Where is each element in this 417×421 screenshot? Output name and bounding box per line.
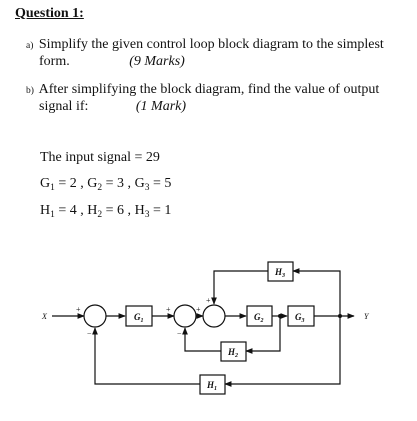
- g3-value: = 5: [149, 176, 172, 191]
- h1-feedback-in: [224, 316, 341, 387]
- block-g3-label: G3: [295, 312, 305, 324]
- block-g3: [287, 305, 315, 327]
- block-g1: [125, 305, 153, 327]
- part-b-line2: signal if:: [39, 99, 89, 114]
- given-input-signal: The input signal = 29: [40, 150, 160, 165]
- part-b-marker: b): [26, 86, 34, 96]
- g1-symbol: G: [40, 176, 51, 191]
- block-h2: [220, 341, 247, 362]
- block-h2-label: H2: [227, 347, 238, 359]
- h2-feedback-out: [182, 327, 221, 352]
- question-title: Question 1:: [15, 6, 84, 21]
- g2-symbol: G: [87, 176, 98, 191]
- summing-junction-1: [83, 304, 107, 328]
- part-a-line2: form.: [39, 54, 70, 69]
- g1-subscript: 1: [50, 183, 55, 193]
- block-h3-label: H3: [274, 267, 285, 279]
- block-h3: [267, 261, 294, 282]
- h2-feedback-in: [245, 316, 281, 354]
- output-label-y: Y: [364, 312, 370, 321]
- g3-subscript: 3: [144, 183, 150, 193]
- h3-feedback-out: [211, 270, 268, 305]
- given-g-values: G1 = 2 , G2 = 3 , G3 = 5: [40, 176, 172, 193]
- h3-feedback-in: [292, 268, 341, 316]
- h1-value: = 4 ,: [54, 203, 88, 218]
- h1-symbol: H: [40, 203, 51, 218]
- input-label-x: X: [41, 312, 48, 321]
- block-g2: [246, 305, 273, 327]
- summing-junction-3: [202, 304, 226, 328]
- sign-s2-plus: +: [166, 305, 171, 314]
- summing-junction-2: [173, 304, 197, 328]
- part-b-marks: (1 Mark): [135, 99, 187, 114]
- h3-symbol: H: [134, 203, 145, 218]
- sign-s1-minus: −: [87, 329, 92, 338]
- h2-symbol: H: [87, 203, 98, 218]
- block-g1-label: G1: [134, 312, 144, 324]
- sign-s3-plus-left: +: [196, 305, 201, 314]
- part-a-marker: a): [26, 41, 34, 51]
- g2-subscript: 2: [97, 183, 103, 193]
- h2-value: = 6 ,: [102, 203, 135, 218]
- block-h1: [199, 374, 226, 395]
- part-a: a) Simplify the given control loop block…: [26, 37, 384, 70]
- part-a-line1: Simplify the given control loop block di…: [38, 37, 384, 52]
- block-g2-label: G2: [254, 312, 264, 324]
- part-b-line1: After simplifying the block diagram, fin…: [38, 82, 380, 97]
- g1-value: = 2 ,: [54, 176, 88, 191]
- h3-subscript: 3: [144, 210, 150, 220]
- takeoff-point-g2: [278, 314, 282, 318]
- g2-value: = 3 ,: [102, 176, 135, 191]
- sign-s3-plus-top: +: [206, 296, 211, 305]
- part-a-marks: (9 Marks): [129, 54, 185, 69]
- h3-value: = 1: [149, 203, 172, 218]
- given-h-values: H1 = 4 , H2 = 6 , H3 = 1: [40, 203, 172, 220]
- h2-subscript: 2: [97, 210, 103, 220]
- block-h1-label: H1: [206, 380, 217, 392]
- sign-s1-plus: +: [76, 305, 81, 314]
- part-b: b) After simplifying the block diagram, …: [26, 82, 379, 115]
- g3-symbol: G: [134, 176, 145, 191]
- sign-s2-minus: −: [177, 329, 182, 338]
- h1-feedback-out: [92, 327, 200, 385]
- takeoff-point-output: [338, 314, 342, 318]
- h1-subscript: 1: [50, 210, 55, 220]
